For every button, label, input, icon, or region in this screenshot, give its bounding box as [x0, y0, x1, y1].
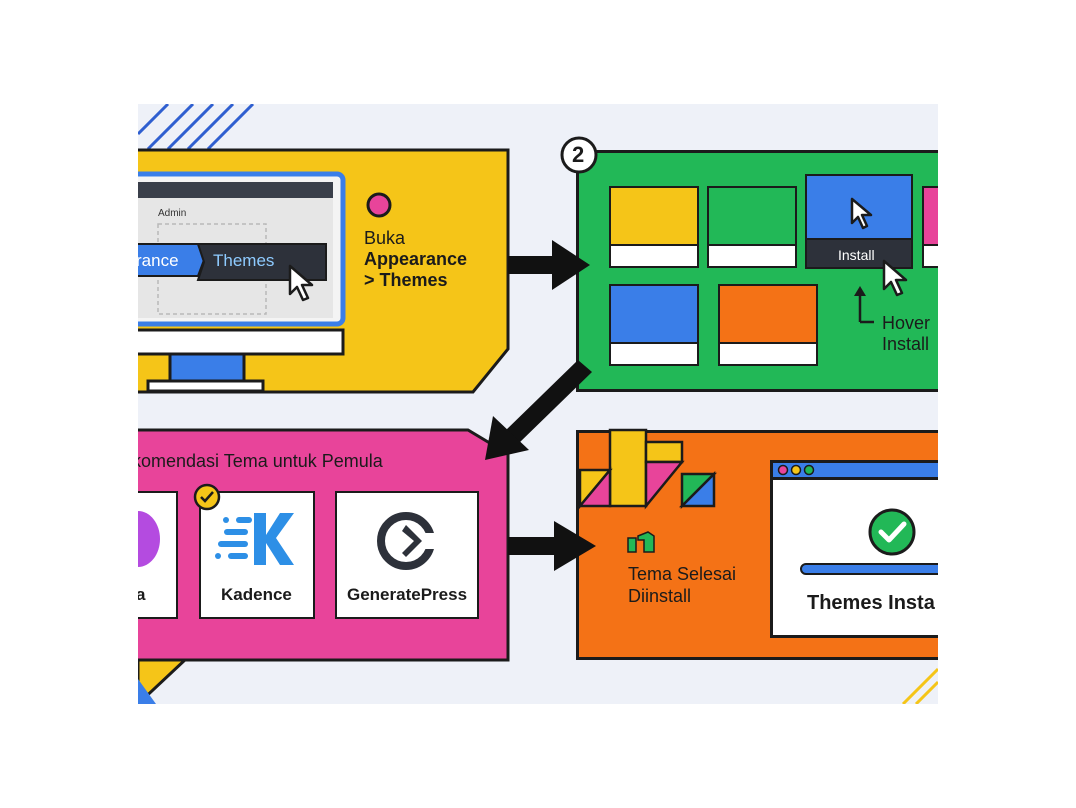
cursor-icon — [850, 197, 873, 230]
step-number: 2 — [572, 142, 585, 167]
install-button-label[interactable]: Install — [838, 247, 875, 263]
theme-tile[interactable] — [707, 186, 797, 268]
stripe-decoration-top — [138, 104, 255, 151]
hover-hint-line1: Hover — [882, 313, 931, 333]
window-label: Themes Insta — [807, 592, 935, 614]
monitor-illustration — [138, 171, 346, 393]
generatepress-logo-icon — [377, 512, 436, 570]
step4-caption-line1: Tema Selesai — [628, 564, 737, 584]
arrow-icon — [485, 240, 596, 571]
step3-title: komendasi Tema untuk Pemula — [138, 451, 383, 471]
theme-name-partial: a — [138, 585, 146, 604]
kadence-logo-icon — [215, 513, 294, 565]
hover-hint-line2: Install — [882, 334, 930, 354]
theme-name-generatepress: GeneratePress — [347, 585, 468, 604]
check-badge-icon — [193, 483, 221, 511]
success-check-icon — [868, 508, 916, 556]
admin-header-label: Admin — [158, 208, 187, 219]
theme-tile[interactable] — [718, 284, 818, 366]
theme-name-kadence: Kadence — [221, 585, 292, 604]
stripe-decoration-bottom — [901, 667, 938, 704]
geometric-shapes-decoration — [577, 428, 718, 510]
cursor-icon — [882, 259, 908, 297]
theme-tile[interactable] — [609, 284, 699, 366]
success-window — [770, 460, 938, 638]
pink-dot-marker — [366, 192, 392, 218]
step1-caption-line1: Buka — [364, 228, 406, 248]
theme-tile[interactable] — [609, 186, 699, 268]
cursor-icon — [288, 264, 314, 302]
theme-tile[interactable] — [922, 186, 938, 268]
theme-tile-hovered[interactable] — [805, 174, 913, 269]
menu-item-appearance[interactable]: rance — [138, 251, 179, 270]
menu-item-themes[interactable]: Themes — [213, 251, 275, 270]
step-number-badge — [560, 136, 598, 174]
diagram-canvas: Admin rance Themes Buka Appearance > The… — [138, 104, 938, 704]
window-controls — [777, 464, 815, 476]
step4-caption-line2: Diinstall — [628, 586, 692, 606]
step1-caption-line2: Appearance — [364, 249, 468, 269]
window-titlebar — [770, 460, 938, 480]
progress-bar — [800, 563, 938, 575]
purple-logo-icon — [138, 511, 160, 567]
small-check-icon — [627, 531, 655, 553]
hover-hint-arrow — [854, 286, 874, 324]
step1-caption-line3: > Themes — [364, 270, 448, 290]
